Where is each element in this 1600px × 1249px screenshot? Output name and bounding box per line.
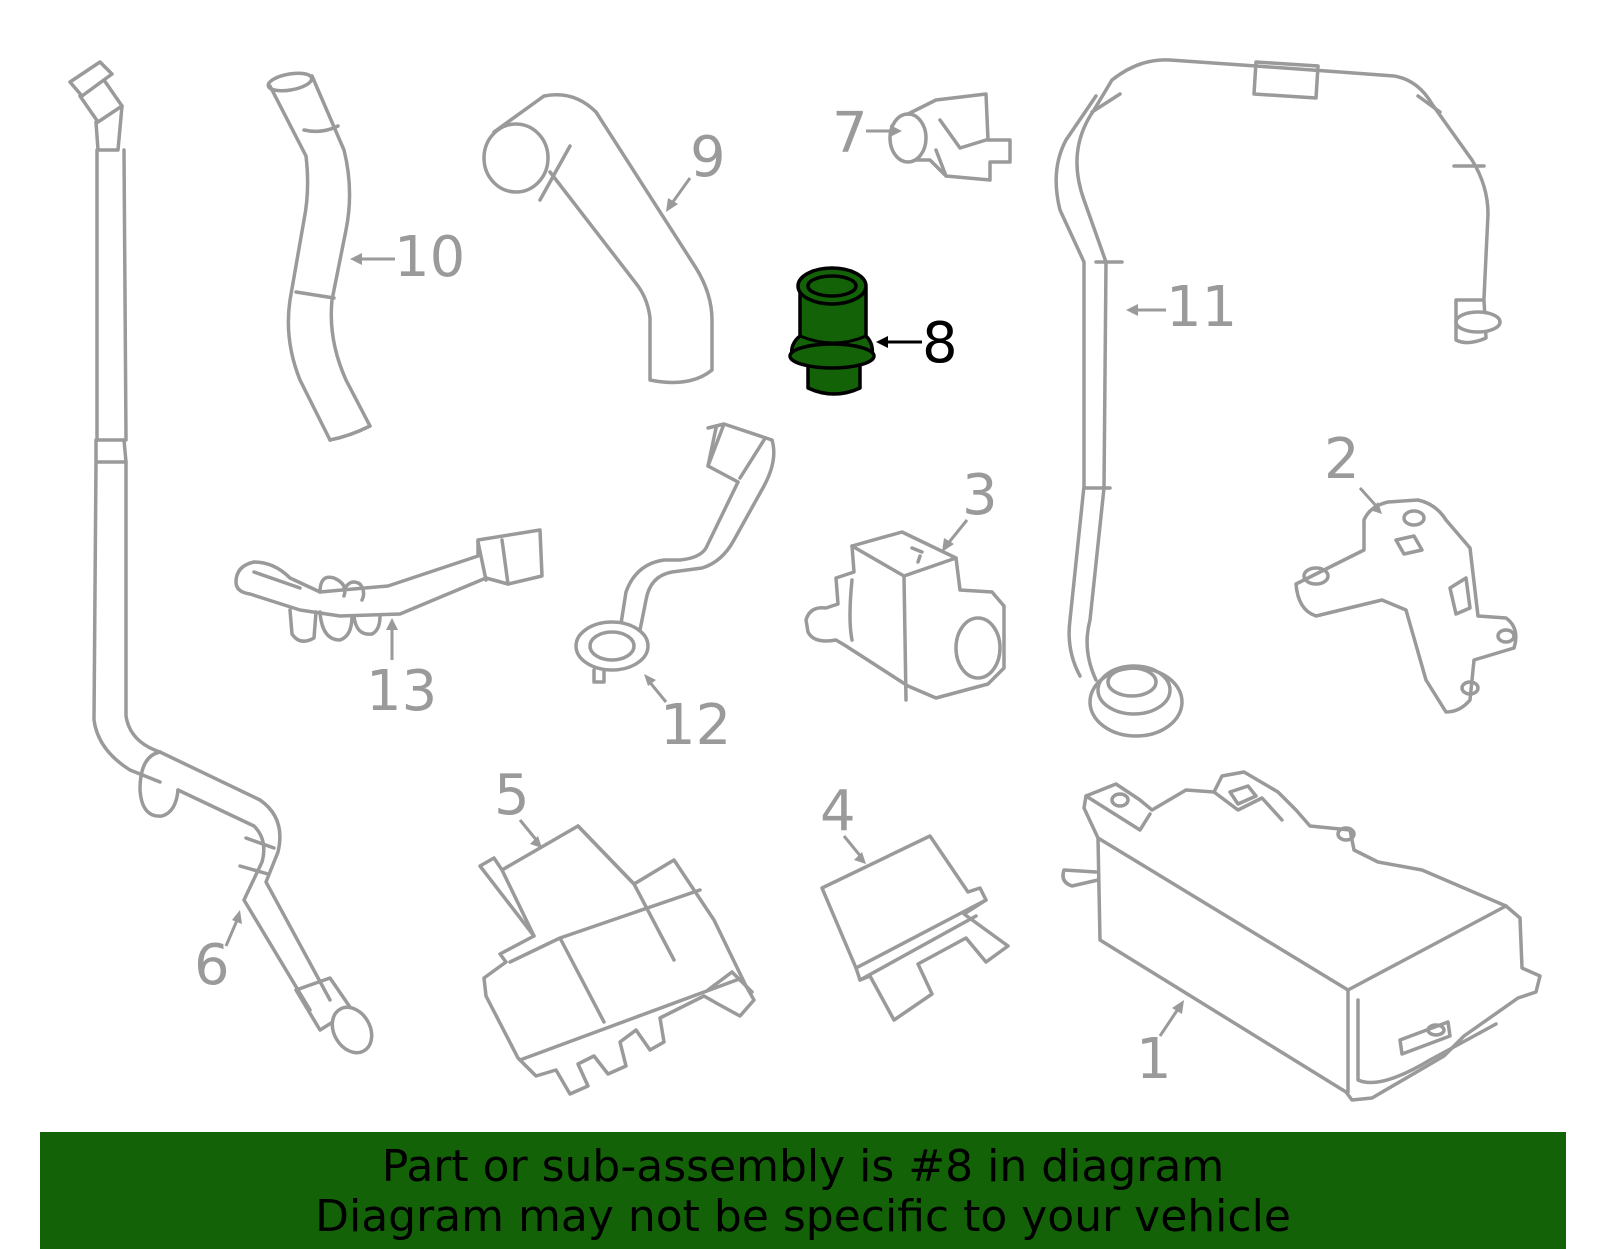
callout-13: 13 — [366, 659, 437, 724]
part-3-solenoid — [804, 530, 1006, 702]
info-banner: Part or sub-assembly is #8 in diagram Di… — [40, 1132, 1566, 1249]
part-4-module — [820, 834, 1010, 1022]
banner-line-2: Diagram may not be specific to your vehi… — [315, 1191, 1291, 1242]
leader-arrows — [224, 125, 1382, 1037]
callout-4: 4 — [820, 779, 856, 844]
callout-3: 3 — [962, 463, 998, 528]
callout-1: 1 — [1136, 1027, 1172, 1092]
callout-9: 9 — [690, 125, 726, 190]
part-2-bracket — [1294, 498, 1518, 714]
part-6-hose — [68, 60, 374, 1055]
callout-5: 5 — [494, 763, 530, 828]
callout-labels: 10 9 7 8 11 2 3 13 12 6 5 4 1 — [194, 101, 1360, 1092]
part-10-hose — [266, 71, 372, 442]
part-12-sensor — [574, 422, 776, 684]
callout-6: 6 — [194, 933, 230, 998]
callout-7: 7 — [832, 101, 868, 166]
part-7-fitting — [888, 92, 1012, 182]
part-9-hose — [482, 93, 714, 385]
part-1-canister — [1061, 770, 1542, 1102]
callout-12: 12 — [660, 693, 731, 758]
part-8-valve-highlighted — [788, 266, 876, 396]
callout-8: 8 — [922, 311, 958, 376]
part-13-harness — [234, 528, 544, 643]
part-5-module — [478, 824, 756, 1096]
callout-2: 2 — [1324, 427, 1360, 492]
banner-line-1: Part or sub-assembly is #8 in diagram — [381, 1141, 1225, 1192]
callout-10: 10 — [394, 225, 465, 290]
part-11-pipe — [1054, 58, 1502, 738]
callout-11: 11 — [1166, 275, 1237, 340]
